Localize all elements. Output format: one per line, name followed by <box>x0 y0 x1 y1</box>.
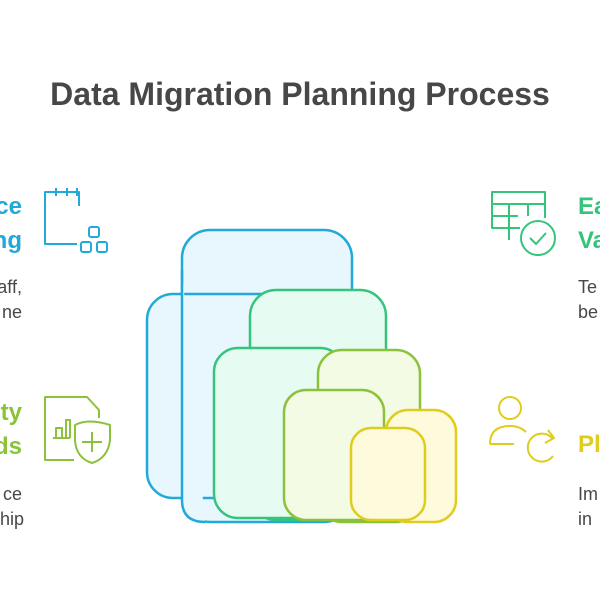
item-3-heading: Ea Va <box>578 190 600 258</box>
item-2-description: ce hip <box>0 482 25 532</box>
heading-line: Ea <box>578 193 600 220</box>
item-1-heading: ce ng <box>0 190 22 258</box>
heading-line: Va <box>578 227 600 254</box>
heading-line: Pl <box>578 431 600 458</box>
page-title: Data Migration Planning Process <box>50 76 550 112</box>
heading-line: ds <box>0 433 22 460</box>
layer-yellow <box>349 408 458 524</box>
item-1-description: aff, ne <box>0 275 22 325</box>
item-3-description: Te be <box>578 275 598 325</box>
item-4-description: Im in <box>578 482 598 532</box>
heading-line: ty <box>0 399 22 426</box>
item-2-heading: ty ds <box>0 396 22 464</box>
heading-line: ce <box>0 193 22 220</box>
description-line: ne <box>1 302 22 322</box>
description-line: hip <box>0 509 25 529</box>
heading-line: ng <box>0 227 22 254</box>
document-chart-shield-icon <box>44 396 111 464</box>
table-check-icon <box>491 191 556 256</box>
description-line: Im <box>578 484 598 504</box>
description-line: in <box>578 509 593 529</box>
description-line: aff, <box>0 277 22 297</box>
description-line: be <box>578 302 599 322</box>
description-line: Te <box>578 277 598 297</box>
description-line: ce <box>2 484 22 504</box>
calendar-grid-icon <box>44 188 108 253</box>
user-refresh-icon <box>489 396 555 463</box>
item-4-heading: Pl <box>578 428 600 462</box>
